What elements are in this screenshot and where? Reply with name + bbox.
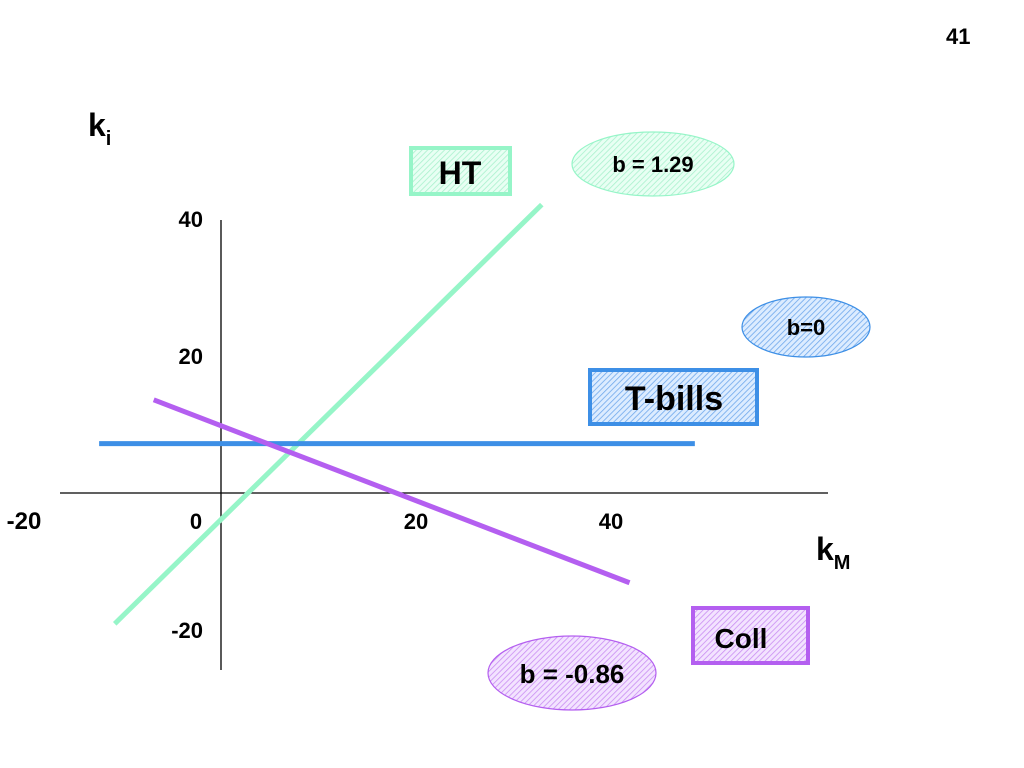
x-tick-label: -20	[7, 508, 42, 535]
y-tick-label: 40	[179, 207, 203, 232]
page-number: 41	[946, 24, 971, 49]
x-axis-label-subscript: M	[834, 552, 851, 574]
beta-label-coll: b = -0.86	[520, 659, 625, 689]
series-line-coll	[152, 397, 631, 586]
beta-ellipse-ht	[571, 131, 735, 197]
legend-label-tbills: T-bills	[625, 380, 723, 418]
series-line-ht	[112, 202, 544, 626]
y-tick-label: -20	[171, 618, 203, 643]
x-tick-label: 20	[404, 509, 428, 534]
y-tick-label: 20	[179, 344, 203, 369]
x-tick-label: 40	[599, 509, 623, 534]
legend-box-coll	[691, 606, 810, 665]
legend-box-tbills	[588, 368, 759, 426]
beta-ellipse-coll	[487, 635, 657, 711]
beta-label-ht: b = 1.29	[612, 152, 693, 177]
legend-box-ht	[409, 146, 512, 196]
legend-label-ht: HT	[439, 155, 482, 191]
legend-label-coll: Coll	[715, 623, 768, 654]
y-axis-label-subscript: i	[106, 128, 112, 150]
y-axis-label: ki	[88, 107, 111, 150]
x-tick-label: 0	[190, 509, 202, 534]
x-axis-label: kM	[816, 531, 850, 574]
beta-label-tbills: b=0	[787, 315, 826, 340]
beta-ellipse-tbills	[741, 296, 871, 358]
